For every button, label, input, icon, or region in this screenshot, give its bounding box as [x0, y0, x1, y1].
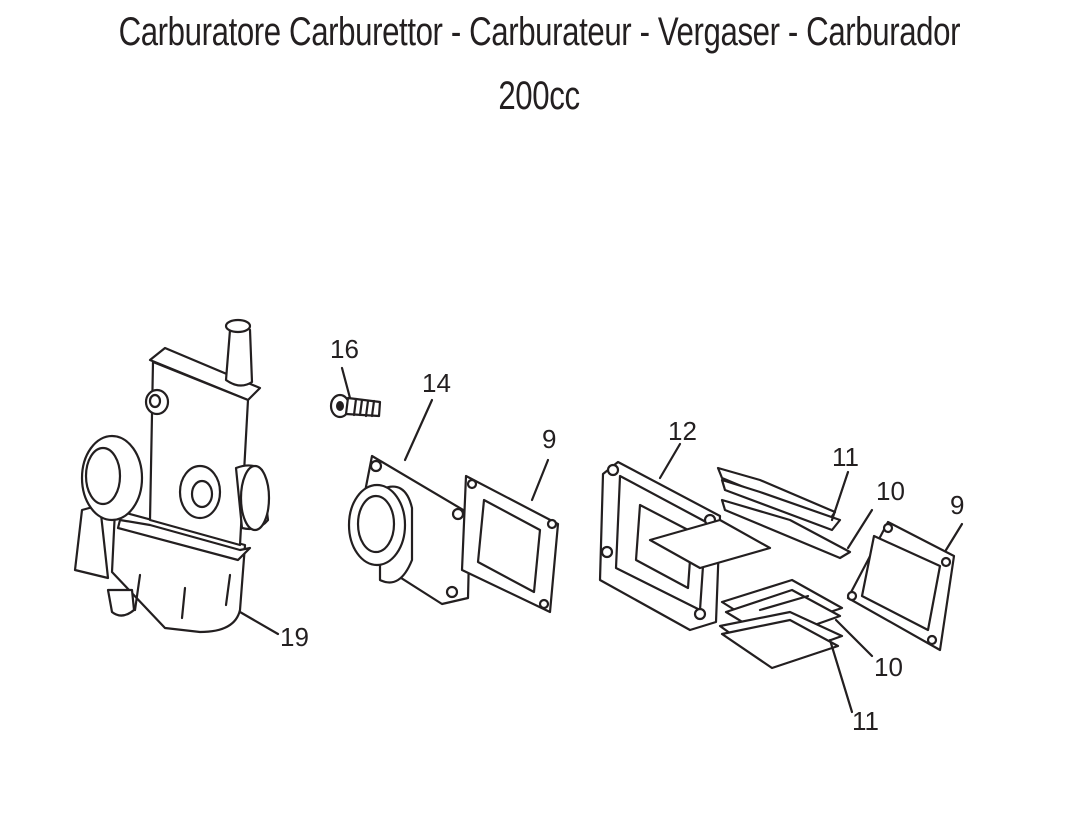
diagram-title: Carburatore Carburettor - Carburateur - … — [118, 10, 961, 54]
part-9-gasket-right — [846, 520, 956, 652]
callout-10-lower: 10 — [874, 652, 903, 682]
callout-12: 12 — [668, 416, 697, 446]
callout-19: 19 — [280, 622, 309, 652]
callout-14: 14 — [422, 368, 451, 398]
callout-11-upper: 11 — [832, 442, 859, 472]
callout-labels: 16 14 9 12 11 10 9 19 10 11 — [280, 334, 964, 736]
callout-10-upper: 10 — [876, 476, 905, 506]
diagram-subtitle: 200cc — [498, 74, 580, 118]
part-14-intake-manifold — [347, 454, 472, 606]
callout-9-left: 9 — [542, 424, 556, 454]
callout-11-lower: 11 — [852, 706, 879, 736]
callout-9-right: 9 — [950, 490, 964, 520]
part-19-carburetor — [73, 318, 271, 634]
part-12-reed-block — [598, 460, 772, 632]
part-9-gasket-left — [460, 474, 560, 614]
part-10-11-reed-petals-lower — [718, 578, 844, 670]
callout-16: 16 — [330, 334, 359, 364]
part-16-screw — [329, 393, 382, 419]
leader-lines — [238, 366, 964, 714]
part-11-10-reed-petals-upper — [716, 466, 852, 560]
